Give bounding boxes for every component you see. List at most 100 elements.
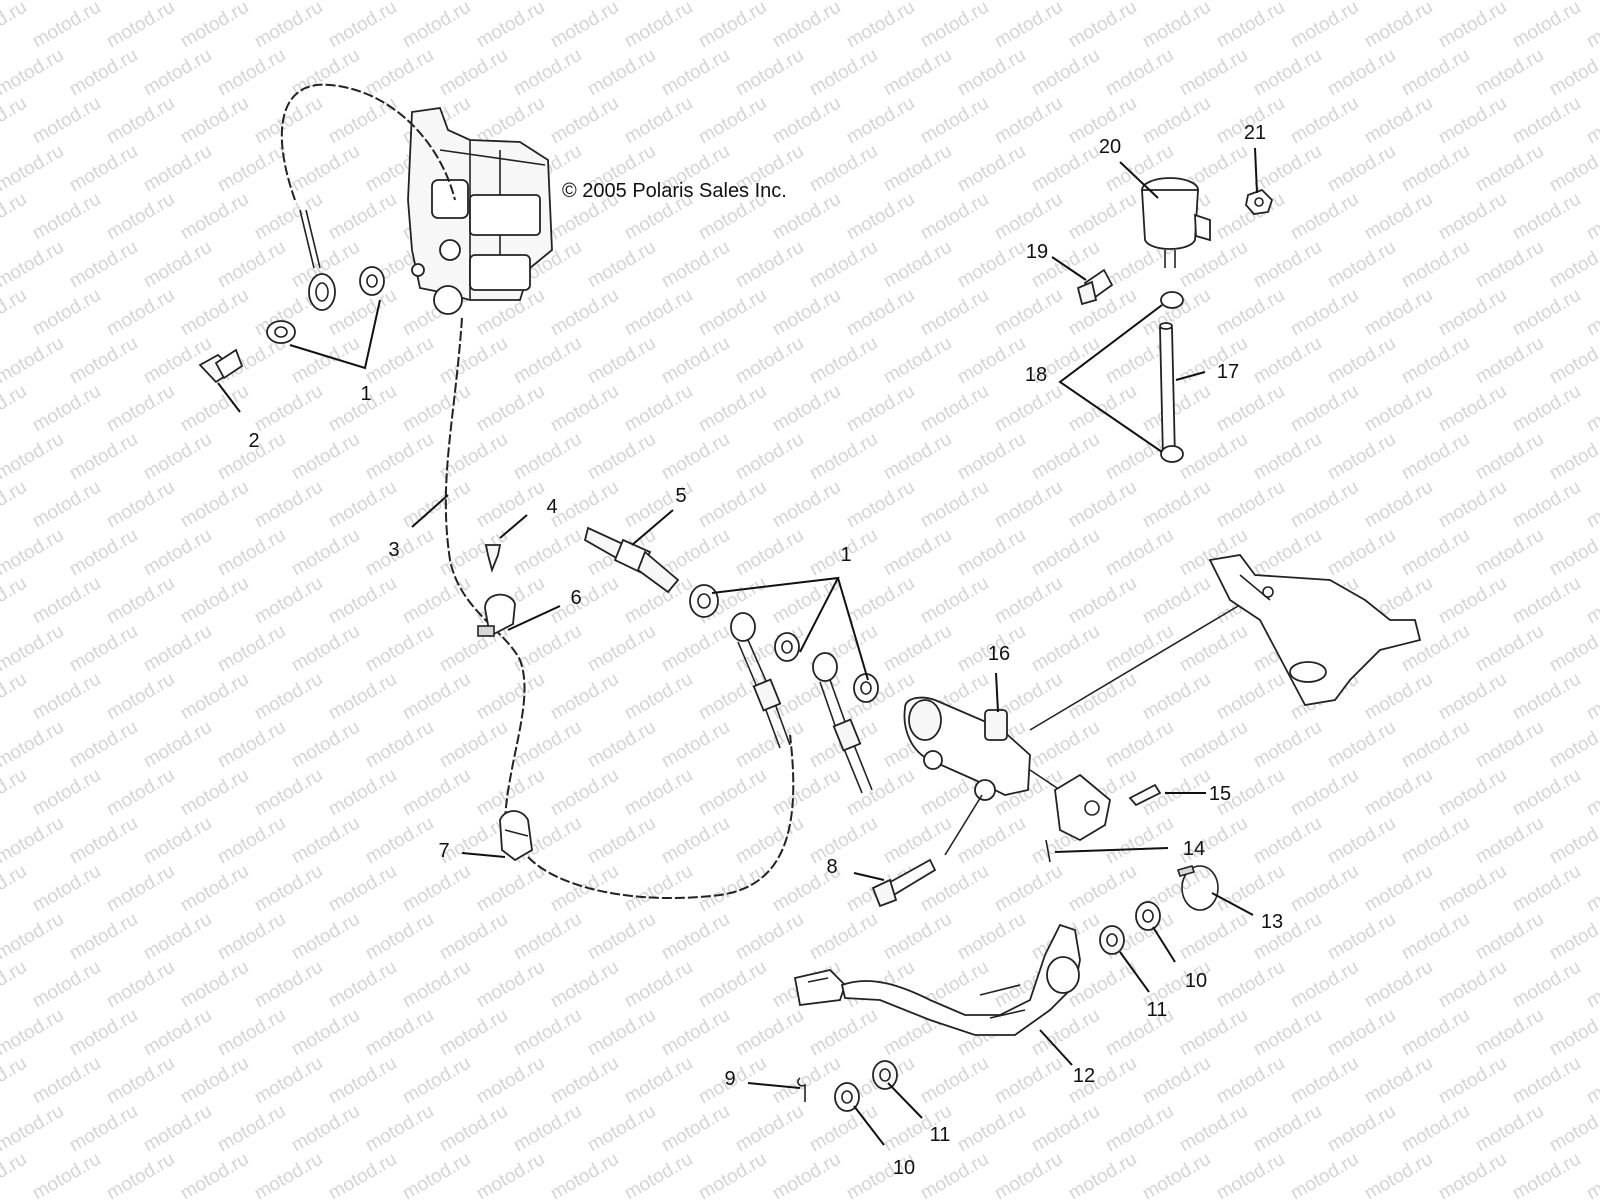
watermark-text: motod.ru bbox=[1361, 0, 1436, 52]
watermark-text: motod.ru bbox=[732, 717, 807, 773]
watermark-text: motod.ru bbox=[1398, 429, 1473, 485]
watermark-text: motod.ru bbox=[288, 813, 363, 869]
watermark-text: motod.ru bbox=[362, 0, 437, 4]
washer-1a bbox=[266, 320, 296, 344]
watermark-text: motod.ru bbox=[1361, 1149, 1436, 1200]
watermark-text: motod.ru bbox=[769, 285, 844, 341]
watermark-text: motod.ru bbox=[214, 621, 289, 677]
watermark-text: motod.ru bbox=[1176, 0, 1251, 4]
bolt-2 bbox=[198, 348, 244, 384]
watermark-text: motod.ru bbox=[991, 285, 1066, 341]
watermark-text: motod.ru bbox=[584, 717, 659, 773]
callout-13: 13 bbox=[1261, 911, 1283, 933]
watermark-text: motod.ru bbox=[1546, 621, 1600, 677]
callout-21: 21 bbox=[1244, 122, 1266, 144]
watermark-text: motod.ru bbox=[510, 0, 585, 4]
watermark-text: motod.ru bbox=[399, 861, 474, 917]
clip-4 bbox=[484, 544, 502, 573]
watermark-text: motod.ru bbox=[1546, 141, 1600, 197]
watermark-text: motod.ru bbox=[510, 45, 585, 101]
watermark-text: motod.ru bbox=[547, 861, 622, 917]
watermark-text: motod.ru bbox=[473, 1053, 548, 1109]
watermark-text: motod.ru bbox=[1546, 237, 1600, 293]
bolt-19 bbox=[1076, 268, 1114, 306]
callout-1-top: 1 bbox=[360, 383, 371, 405]
watermark-text: motod.ru bbox=[732, 429, 807, 485]
watermark-text: motod.ru bbox=[1102, 0, 1177, 4]
watermark-text: motod.ru bbox=[1287, 861, 1362, 917]
watermark-text: motod.ru bbox=[1398, 237, 1473, 293]
watermark-text: motod.ru bbox=[658, 1101, 733, 1157]
watermark-text: motod.ru bbox=[658, 429, 733, 485]
watermark-text: motod.ru bbox=[288, 621, 363, 677]
watermark-text: motod.ru bbox=[288, 1101, 363, 1157]
watermark-text: motod.ru bbox=[436, 909, 511, 965]
watermark-text: motod.ru bbox=[325, 1053, 400, 1109]
watermark-text: motod.ru bbox=[1583, 0, 1600, 52]
watermark-text: motod.ru bbox=[103, 765, 178, 821]
watermark-text: motod.ru bbox=[1509, 1149, 1584, 1200]
watermark-text: motod.ru bbox=[732, 0, 807, 4]
watermark-text: motod.ru bbox=[880, 525, 955, 581]
watermark-text: motod.ru bbox=[1065, 573, 1140, 629]
washer-10b bbox=[834, 1082, 860, 1112]
watermark-text: motod.ru bbox=[288, 1005, 363, 1061]
watermark-text: motod.ru bbox=[1287, 381, 1362, 437]
watermark-text: motod.ru bbox=[0, 285, 30, 341]
watermark-text: motod.ru bbox=[1176, 429, 1251, 485]
watermark-text: motod.ru bbox=[1324, 237, 1399, 293]
watermark-text: motod.ru bbox=[732, 813, 807, 869]
watermark-text: motod.ru bbox=[695, 93, 770, 149]
watermark-text: motod.ru bbox=[1546, 1005, 1600, 1061]
watermark-text: motod.ru bbox=[473, 0, 548, 52]
brake-line-3 bbox=[444, 317, 526, 821]
watermark-text: motod.ru bbox=[1139, 0, 1214, 52]
watermark-text: motod.ru bbox=[1546, 525, 1600, 581]
watermark-text: motod.ru bbox=[1583, 285, 1600, 341]
bolt-8 bbox=[871, 858, 937, 908]
watermark-text: motod.ru bbox=[1287, 1149, 1362, 1200]
watermark-text: motod.ru bbox=[0, 1005, 67, 1061]
watermark-text: motod.ru bbox=[214, 525, 289, 581]
washer-10a bbox=[1135, 901, 1161, 931]
watermark-text: motod.ru bbox=[1176, 1101, 1251, 1157]
watermark-text: motod.ru bbox=[621, 1053, 696, 1109]
callout-18: 18 bbox=[1025, 364, 1047, 386]
watermark-text: motod.ru bbox=[1546, 813, 1600, 869]
callout-8: 8 bbox=[826, 856, 837, 878]
watermark-text: motod.ru bbox=[140, 1005, 215, 1061]
watermark-text: motod.ru bbox=[658, 333, 733, 389]
watermark-text: motod.ru bbox=[1472, 141, 1547, 197]
watermark-text: motod.ru bbox=[251, 1149, 326, 1200]
watermark-text: motod.ru bbox=[66, 1101, 141, 1157]
watermark-text: motod.ru bbox=[917, 189, 992, 245]
watermark-text: motod.ru bbox=[325, 93, 400, 149]
watermark-text: motod.ru bbox=[954, 429, 1029, 485]
watermark-text: motod.ru bbox=[1065, 477, 1140, 533]
watermark-text: motod.ru bbox=[288, 429, 363, 485]
watermark-text: motod.ru bbox=[658, 813, 733, 869]
watermark-text: motod.ru bbox=[1065, 0, 1140, 52]
watermark-text: motod.ru bbox=[0, 477, 30, 533]
watermark-text: motod.ru bbox=[954, 333, 1029, 389]
watermark-text: motod.ru bbox=[0, 381, 30, 437]
washer-1c bbox=[689, 584, 719, 618]
hose-17 bbox=[1159, 322, 1176, 459]
watermark-text: motod.ru bbox=[769, 93, 844, 149]
clevis-pin-15 bbox=[1128, 783, 1162, 807]
watermark-text: motod.ru bbox=[177, 861, 252, 917]
watermark-text: motod.ru bbox=[880, 909, 955, 965]
watermark-text: motod.ru bbox=[769, 477, 844, 533]
watermark-text: motod.ru bbox=[1287, 285, 1362, 341]
watermark-text: motod.ru bbox=[251, 957, 326, 1013]
watermark-text: motod.ru bbox=[399, 957, 474, 1013]
watermark-text: motod.ru bbox=[732, 1005, 807, 1061]
watermark-text: motod.ru bbox=[29, 381, 104, 437]
watermark-text: motod.ru bbox=[1102, 1101, 1177, 1157]
watermark-text: motod.ru bbox=[140, 525, 215, 581]
watermark-text: motod.ru bbox=[214, 717, 289, 773]
watermark-text: motod.ru bbox=[1324, 717, 1399, 773]
watermark-text: motod.ru bbox=[325, 285, 400, 341]
watermark-text: motod.ru bbox=[1472, 525, 1547, 581]
